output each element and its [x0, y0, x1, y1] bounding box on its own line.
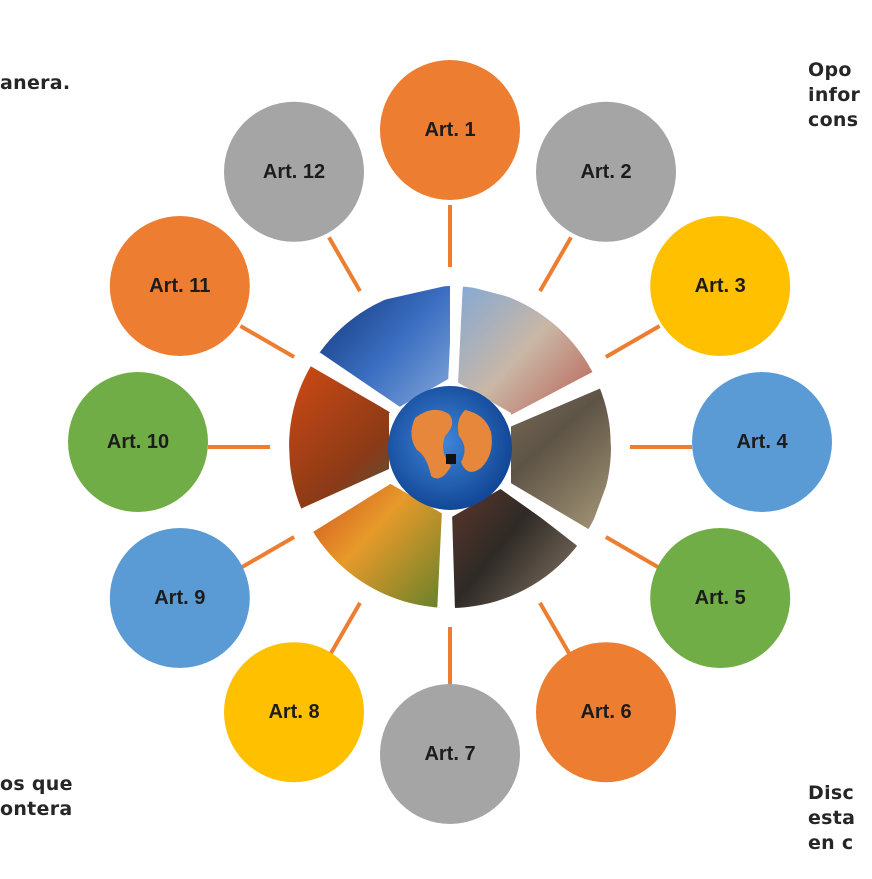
article-circle[interactable] — [380, 684, 520, 824]
text-line: en c — [808, 832, 854, 854]
connector-group — [208, 205, 692, 689]
text-line: os que — [0, 773, 73, 795]
article-label: Art. 3 — [695, 275, 746, 297]
connector-line — [327, 236, 362, 293]
connector-line — [604, 535, 661, 570]
article-label: Art. 8 — [268, 701, 319, 723]
article-circle[interactable] — [650, 528, 791, 668]
article-node-group: Art. 1 Art. 2 Art. 3 Art. 4 Art. 5 Art. 6 Art.… — [68, 60, 832, 824]
article-label: Art. 9 — [154, 587, 205, 609]
article-node-10[interactable]: Art. 10 — [68, 372, 208, 512]
text-line: cons — [808, 109, 859, 131]
article-circle[interactable] — [224, 101, 364, 242]
article-label: Art. 4 — [736, 431, 788, 453]
article-label: Art. 10 — [107, 431, 169, 453]
article-node-1[interactable]: Art. 1 — [380, 60, 520, 200]
center-photo-collage — [289, 286, 611, 608]
connector-line — [538, 601, 573, 658]
collage-slice-machinery — [450, 385, 611, 530]
text-fragment-bottom-right: Disc esta en c — [808, 781, 855, 856]
connector-line — [538, 236, 573, 293]
collage-slice-fruit — [289, 360, 450, 515]
article-node-5[interactable]: Art. 5 — [650, 528, 791, 668]
article-label: Art. 2 — [580, 161, 631, 183]
article-node-12[interactable]: Art. 12 — [224, 101, 364, 242]
text-line: ontera — [0, 798, 73, 820]
article-label: Art. 5 — [695, 587, 746, 609]
globe-icon — [388, 386, 512, 510]
article-node-4[interactable]: Art. 4 — [692, 372, 832, 512]
article-circle[interactable] — [109, 528, 250, 668]
text-fragment-bottom-left: os que ontera — [0, 772, 73, 822]
text-line: anera. — [0, 72, 71, 94]
text-line: Disc — [808, 782, 855, 804]
article-node-6[interactable]: Art. 6 — [536, 642, 676, 783]
article-label: Art. 7 — [424, 743, 475, 765]
text-fragment-top-left: anera. — [0, 71, 70, 96]
connector-line — [327, 601, 362, 658]
connector-line — [239, 535, 296, 570]
text-fragment-top-right: Opo infor cons — [808, 58, 860, 133]
article-label: Art. 6 — [580, 701, 631, 723]
article-node-2[interactable]: Art. 2 — [536, 101, 676, 242]
text-line: esta — [808, 807, 856, 829]
article-circle[interactable] — [380, 60, 520, 200]
text-line: infor — [808, 84, 861, 106]
article-circle[interactable] — [692, 372, 832, 512]
article-label: Art. 11 — [149, 275, 210, 297]
article-node-11[interactable]: Art. 11 — [109, 216, 250, 356]
article-node-9[interactable]: Art. 9 — [109, 528, 250, 668]
article-circle[interactable] — [536, 101, 676, 242]
article-circle[interactable] — [536, 642, 676, 783]
article-circle[interactable] — [68, 372, 208, 512]
article-node-3[interactable]: Art. 3 — [650, 216, 791, 356]
article-circle[interactable] — [224, 642, 364, 783]
text-line: Opo — [808, 59, 852, 81]
connector-line — [239, 324, 296, 359]
article-node-7[interactable]: Art. 7 — [380, 684, 520, 824]
article-circle[interactable] — [650, 216, 791, 356]
article-node-8[interactable]: Art. 8 — [224, 642, 364, 783]
article-label: Art. 1 — [424, 119, 475, 141]
article-circle[interactable] — [109, 216, 250, 356]
article-label: Art. 12 — [263, 161, 325, 183]
connector-line — [604, 324, 661, 359]
